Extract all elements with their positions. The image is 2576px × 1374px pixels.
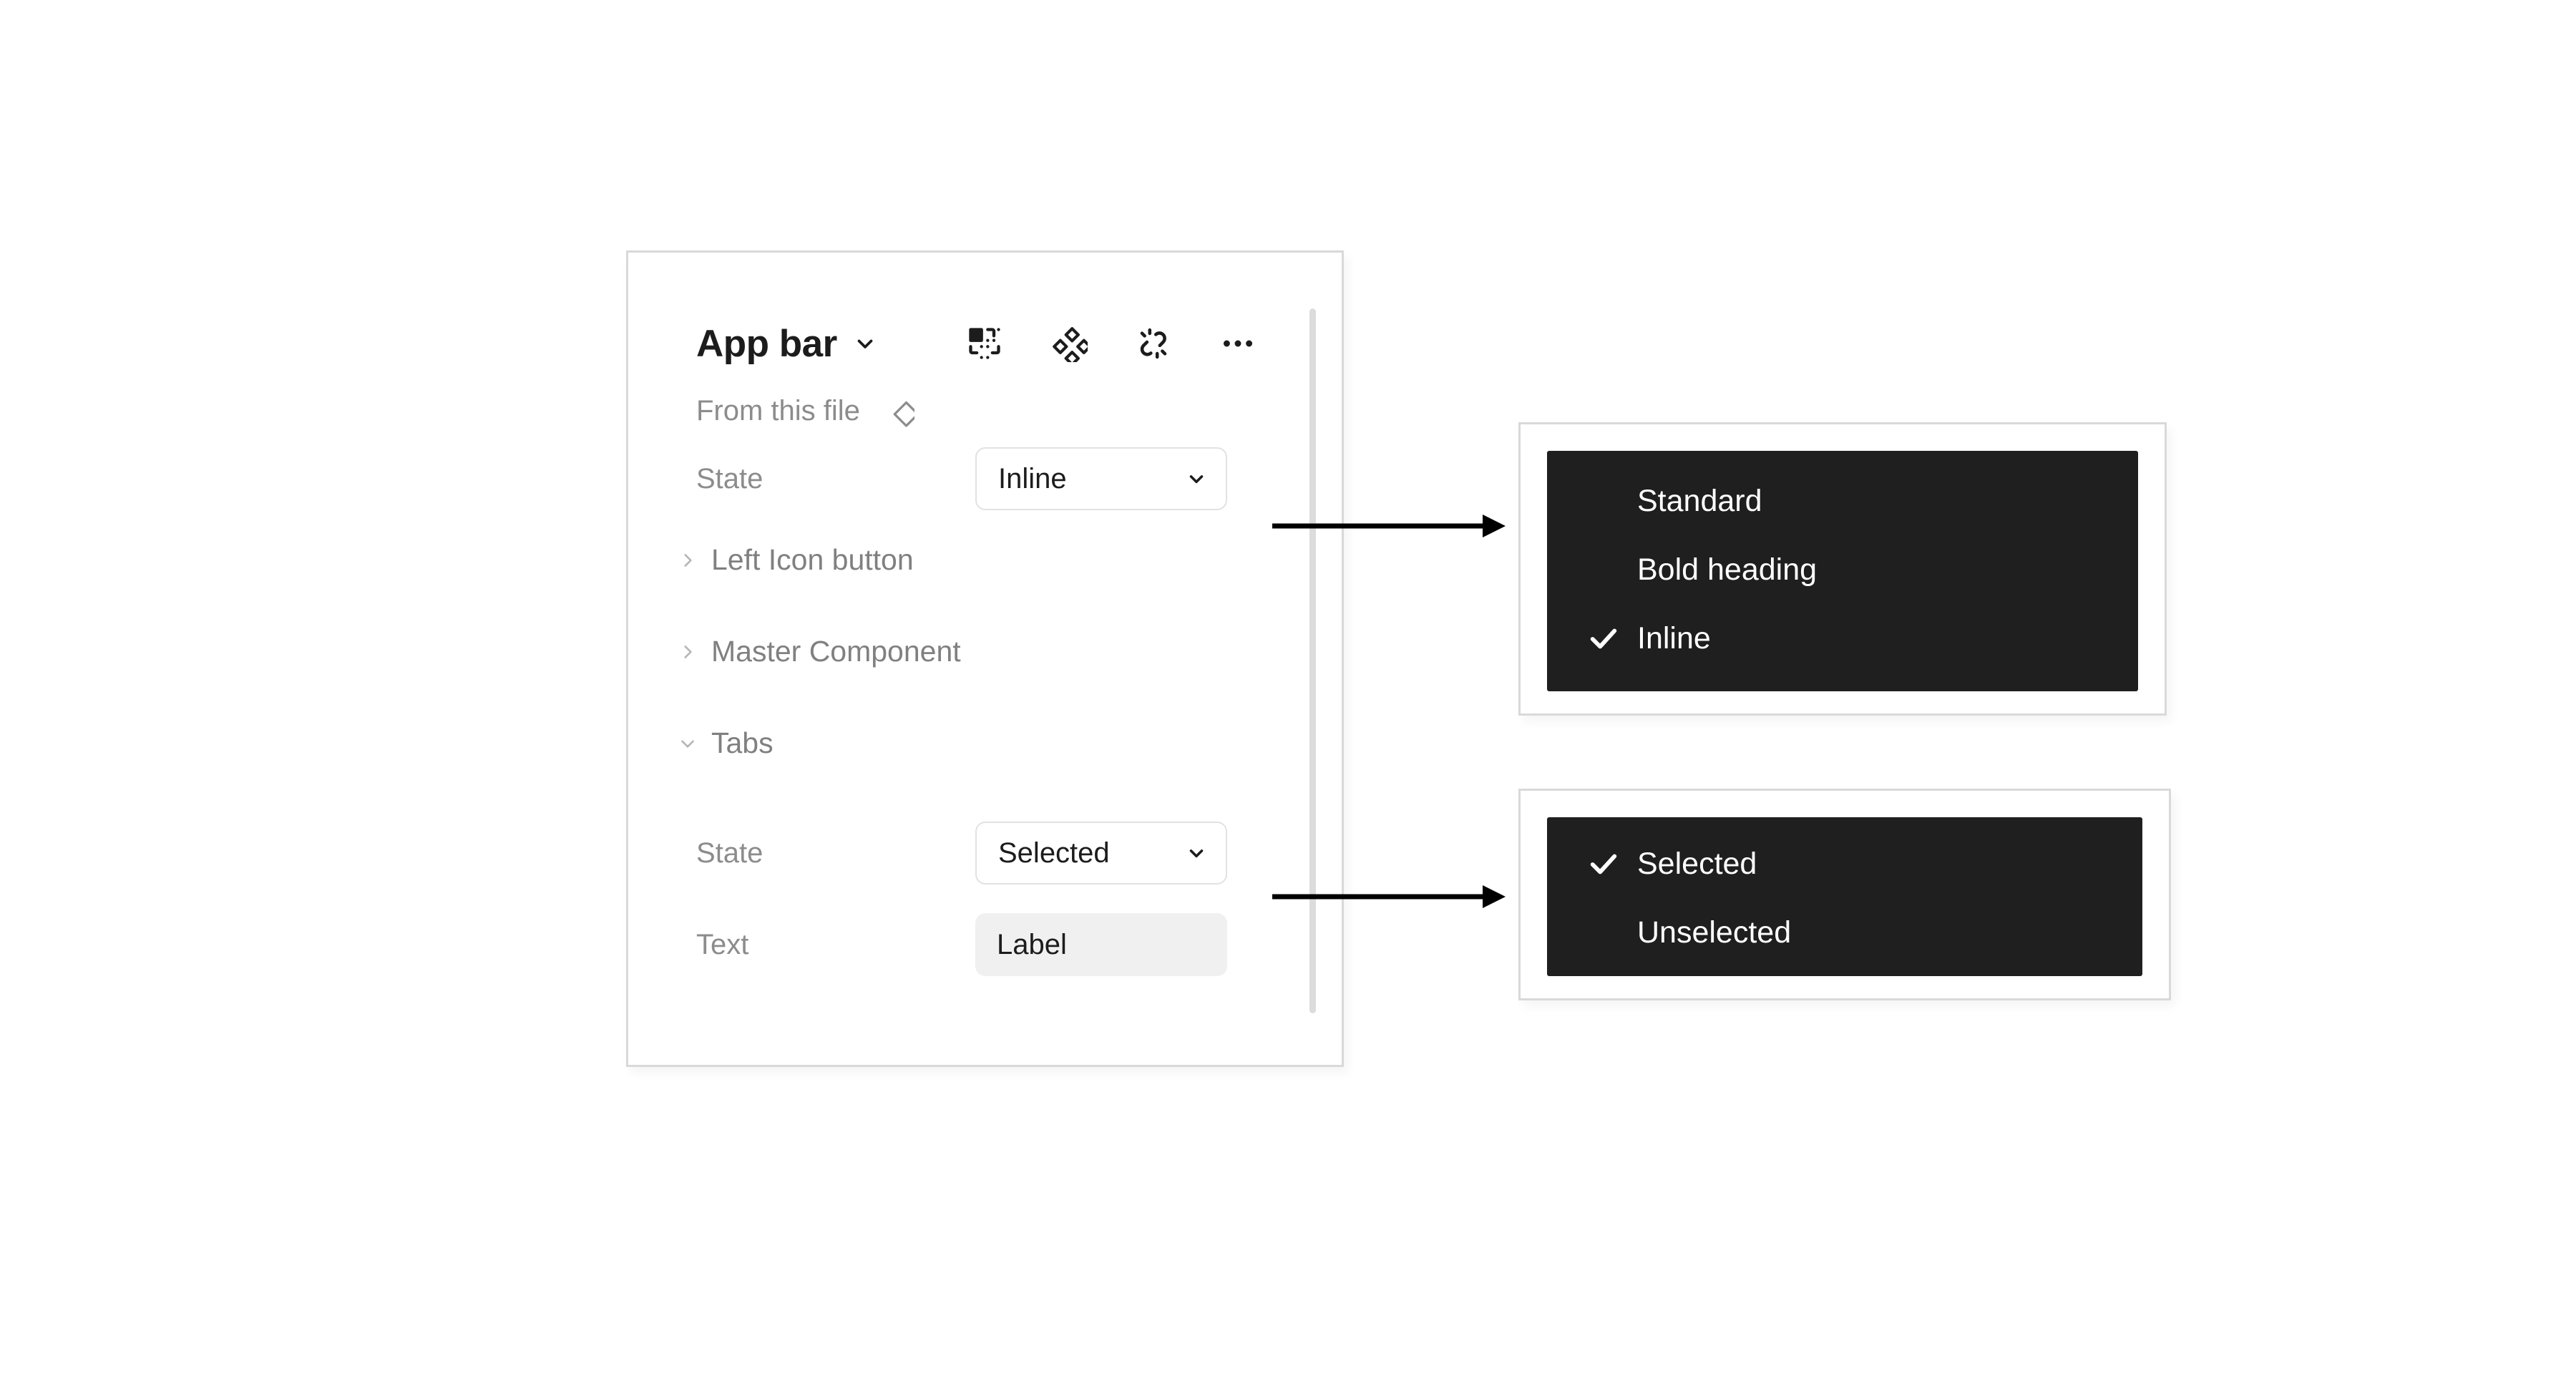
chevron-down-icon — [1186, 468, 1207, 489]
menu-item-label: Bold heading — [1637, 552, 1818, 587]
from-this-file-row: From this file — [696, 394, 914, 427]
app-bar-state-dropdown[interactable]: Inline — [975, 447, 1227, 510]
chevron-down-icon — [1186, 842, 1207, 864]
app-bar-state-menu: Standard Bold heading Inline — [1547, 451, 2138, 691]
tabs-text-row: Text Label — [696, 913, 1276, 976]
check-icon — [1590, 854, 1617, 874]
tabs-state-value: Selected — [998, 837, 1110, 869]
menu-item-label: Inline — [1637, 620, 1711, 656]
tabs-text-input[interactable]: Label — [975, 913, 1227, 976]
menu-item-bold-heading[interactable]: Bold heading — [1547, 535, 2138, 604]
chevron-right-icon — [678, 643, 697, 661]
tabs-text-label: Text — [696, 928, 749, 960]
app-bar-state-label: State — [696, 462, 763, 494]
chevron-right-icon — [678, 551, 697, 570]
more-options-icon[interactable] — [1219, 325, 1257, 362]
component-instance-icon[interactable] — [966, 325, 1003, 362]
check-icon — [1590, 628, 1617, 649]
group-label: Master Component — [711, 635, 961, 668]
menu-item-unselected[interactable]: Unselected — [1547, 898, 2142, 967]
group-tabs[interactable]: Tabs — [678, 726, 774, 760]
detach-instance-icon[interactable] — [1135, 325, 1172, 362]
menu-item-label: Standard — [1637, 483, 1762, 518]
tabs-state-label: State — [696, 837, 763, 869]
tabs-state-menu-card: Selected Unselected — [1518, 789, 2171, 1000]
panel-header-icon-group — [966, 325, 1257, 362]
page-title: App bar — [696, 322, 837, 365]
component-name-dropdown[interactable]: App bar — [696, 322, 877, 366]
from-this-file-label: From this file — [696, 394, 860, 427]
chevron-down-icon — [678, 734, 697, 753]
app-bar-state-menu-card: Standard Bold heading Inline — [1518, 422, 2167, 716]
tabs-text-value: Label — [997, 928, 1067, 960]
vertical-scrollbar[interactable] — [1309, 308, 1316, 1013]
component-set-icon[interactable] — [1050, 325, 1088, 362]
group-label: Left Icon button — [711, 543, 914, 576]
menu-item-standard[interactable]: Standard — [1547, 467, 2138, 535]
inspector-panel: App bar — [626, 250, 1344, 1067]
group-left-icon-button[interactable]: Left Icon button — [678, 543, 914, 577]
arrow-to-tabs-state-menu — [1272, 885, 1506, 908]
tabs-state-menu: Selected Unselected — [1547, 817, 2142, 976]
menu-item-label: Selected — [1637, 846, 1757, 881]
tabs-state-row: State Selected — [696, 822, 1276, 885]
app-bar-state-row: State Inline — [696, 447, 1276, 510]
group-master-component[interactable]: Master Component — [678, 635, 961, 668]
component-diamond-icon[interactable] — [882, 394, 914, 427]
app-bar-state-value: Inline — [998, 462, 1067, 494]
menu-item-inline[interactable]: Inline — [1547, 604, 2138, 673]
group-label: Tabs — [711, 726, 774, 759]
panel-header: App bar — [628, 304, 1342, 383]
menu-item-label: Unselected — [1637, 915, 1792, 950]
arrow-to-app-bar-state-menu — [1272, 515, 1506, 537]
chevron-down-icon[interactable] — [853, 331, 877, 356]
menu-item-selected[interactable]: Selected — [1547, 829, 2142, 898]
tabs-state-dropdown[interactable]: Selected — [975, 822, 1227, 885]
